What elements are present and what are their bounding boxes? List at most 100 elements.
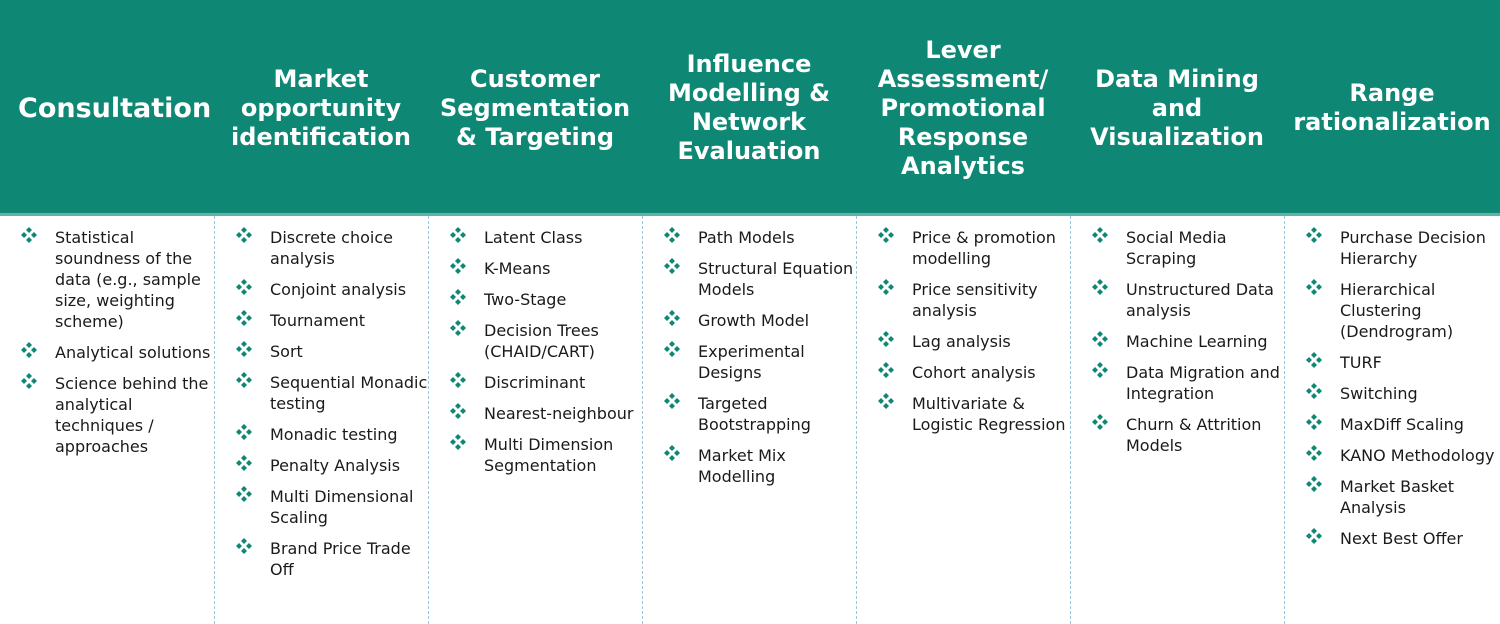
diamond-bullet-icon	[663, 226, 681, 244]
column-title-market-opportunity: Market opportunity identification	[231, 64, 411, 151]
list-item: Targeted Bootstrapping	[643, 393, 856, 435]
list-item-text: Conjoint analysis	[270, 280, 407, 299]
list-item-text: Penalty Analysis	[270, 456, 401, 475]
diamond-bullet-icon	[449, 371, 467, 389]
list-item-text: Multivariate & Logistic Regression	[912, 394, 1066, 434]
diamond-bullet-icon	[235, 537, 253, 555]
list-item: Growth Model	[643, 310, 856, 331]
diamond-bullet-icon	[877, 392, 895, 410]
list-item-text: Decision Trees (CHAID/CART)	[484, 321, 599, 361]
diamond-bullet-icon	[235, 454, 253, 472]
diamond-bullet-icon	[1305, 226, 1323, 244]
columns-body: Statistical soundness of the data (e.g.,…	[0, 216, 1500, 624]
list-item-text: Nearest-neighbour	[484, 404, 634, 423]
diamond-bullet-icon	[1091, 330, 1109, 348]
list-item-text: Discriminant	[484, 373, 586, 392]
diamond-bullet-icon	[20, 341, 38, 359]
diamond-bullet-icon	[235, 340, 253, 358]
list-item-text: Science behind the analytical techniques…	[55, 374, 209, 456]
column-title-consultation: Consultation	[18, 92, 212, 124]
list-item-text: Unstructured Data analysis	[1126, 280, 1274, 320]
list-item: Discriminant	[429, 372, 642, 393]
list-item: Switching	[1285, 383, 1500, 404]
list-item-text: Multi Dimensional Scaling	[270, 487, 414, 527]
diamond-bullet-icon	[449, 433, 467, 451]
list-item-text: Machine Learning	[1126, 332, 1268, 351]
column-title-customer-segmentation: Customer Segmentation & Targeting	[439, 64, 631, 151]
list-item-text: Monadic testing	[270, 425, 398, 444]
list-item: Cohort analysis	[857, 362, 1070, 383]
list-item: KANO Methodology	[1285, 445, 1500, 466]
diamond-bullet-icon	[1091, 413, 1109, 431]
diamond-bullet-icon	[449, 226, 467, 244]
header-band: Consultation Market opportunity identifi…	[0, 0, 1500, 216]
diamond-bullet-icon	[449, 257, 467, 275]
list-item: TURF	[1285, 352, 1500, 373]
list-item: Structural Equation Models	[643, 258, 856, 300]
diamond-bullet-icon	[663, 392, 681, 410]
list-item: Tournament	[215, 310, 428, 331]
list-item: Analytical solutions	[0, 342, 214, 363]
diamond-bullet-icon	[235, 423, 253, 441]
list-item: Nearest-neighbour	[429, 403, 642, 424]
column-title-influence-modelling: Influence Modelling & Network Evaluation	[667, 50, 831, 165]
list-item-text: Multi Dimension Segmentation	[484, 435, 614, 475]
list-item-text: Latent Class	[484, 228, 583, 247]
list-item-text: Purchase Decision Hierarchy	[1340, 228, 1486, 268]
diamond-bullet-icon	[235, 278, 253, 296]
list-item: Sequential Monadic testing	[215, 372, 428, 414]
list-item: Penalty Analysis	[215, 455, 428, 476]
list-item: Statistical soundness of the data (e.g.,…	[0, 227, 214, 332]
list-item: Sort	[215, 341, 428, 362]
list-item: Science behind the analytical techniques…	[0, 373, 214, 457]
list-item: Experimental Designs	[643, 341, 856, 383]
list-item-text: Discrete choice analysis	[270, 228, 393, 268]
list-item: Data Migration and Integration	[1071, 362, 1284, 404]
list-item-text: KANO Methodology	[1340, 446, 1495, 465]
diamond-bullet-icon	[1305, 278, 1323, 296]
diamond-bullet-icon	[449, 288, 467, 306]
list-item: Two-Stage	[429, 289, 642, 310]
diamond-bullet-icon	[1305, 413, 1323, 431]
diamond-bullet-icon	[663, 444, 681, 462]
list-item: MaxDiff Scaling	[1285, 414, 1500, 435]
list-item: Next Best Offer	[1285, 528, 1500, 549]
list-item: Decision Trees (CHAID/CART)	[429, 320, 642, 362]
list-item: Price & promotion modelling	[857, 227, 1070, 269]
diamond-bullet-icon	[877, 330, 895, 348]
list-item-text: Social Media Scraping	[1126, 228, 1227, 268]
list-item: Multi Dimensional Scaling	[215, 486, 428, 528]
diamond-bullet-icon	[235, 485, 253, 503]
list-item-text: Market Mix Modelling	[698, 446, 786, 486]
column-consultation: Statistical soundness of the data (e.g.,…	[0, 216, 214, 624]
diamond-bullet-icon	[1091, 278, 1109, 296]
diamond-bullet-icon	[1305, 382, 1323, 400]
list-item-text: Growth Model	[698, 311, 810, 330]
diamond-bullet-icon	[20, 372, 38, 390]
diamond-bullet-icon	[1305, 351, 1323, 369]
list-item: Brand Price Trade Off	[215, 538, 428, 580]
diamond-bullet-icon	[663, 309, 681, 327]
list-item: Social Media Scraping	[1071, 227, 1284, 269]
list-item-text: Tournament	[270, 311, 366, 330]
list-item: K-Means	[429, 258, 642, 279]
diamond-bullet-icon	[663, 257, 681, 275]
list-item: Unstructured Data analysis	[1071, 279, 1284, 321]
list-item: Hierarchical Clustering (Dendrogram)	[1285, 279, 1500, 342]
list-item: Discrete choice analysis	[215, 227, 428, 269]
list-item: Conjoint analysis	[215, 279, 428, 300]
list-item: Market Basket Analysis	[1285, 476, 1500, 518]
list-item-text: Data Migration and Integration	[1126, 363, 1280, 403]
list-item-text: Experimental Designs	[698, 342, 805, 382]
list-item-text: Path Models	[698, 228, 795, 247]
diamond-bullet-icon	[20, 226, 38, 244]
list-item: Machine Learning	[1071, 331, 1284, 352]
column-title-range-rationalization: Range rationalization	[1293, 79, 1491, 136]
list-item-text: Sort	[270, 342, 303, 361]
list-item-text: Market Basket Analysis	[1340, 477, 1455, 517]
